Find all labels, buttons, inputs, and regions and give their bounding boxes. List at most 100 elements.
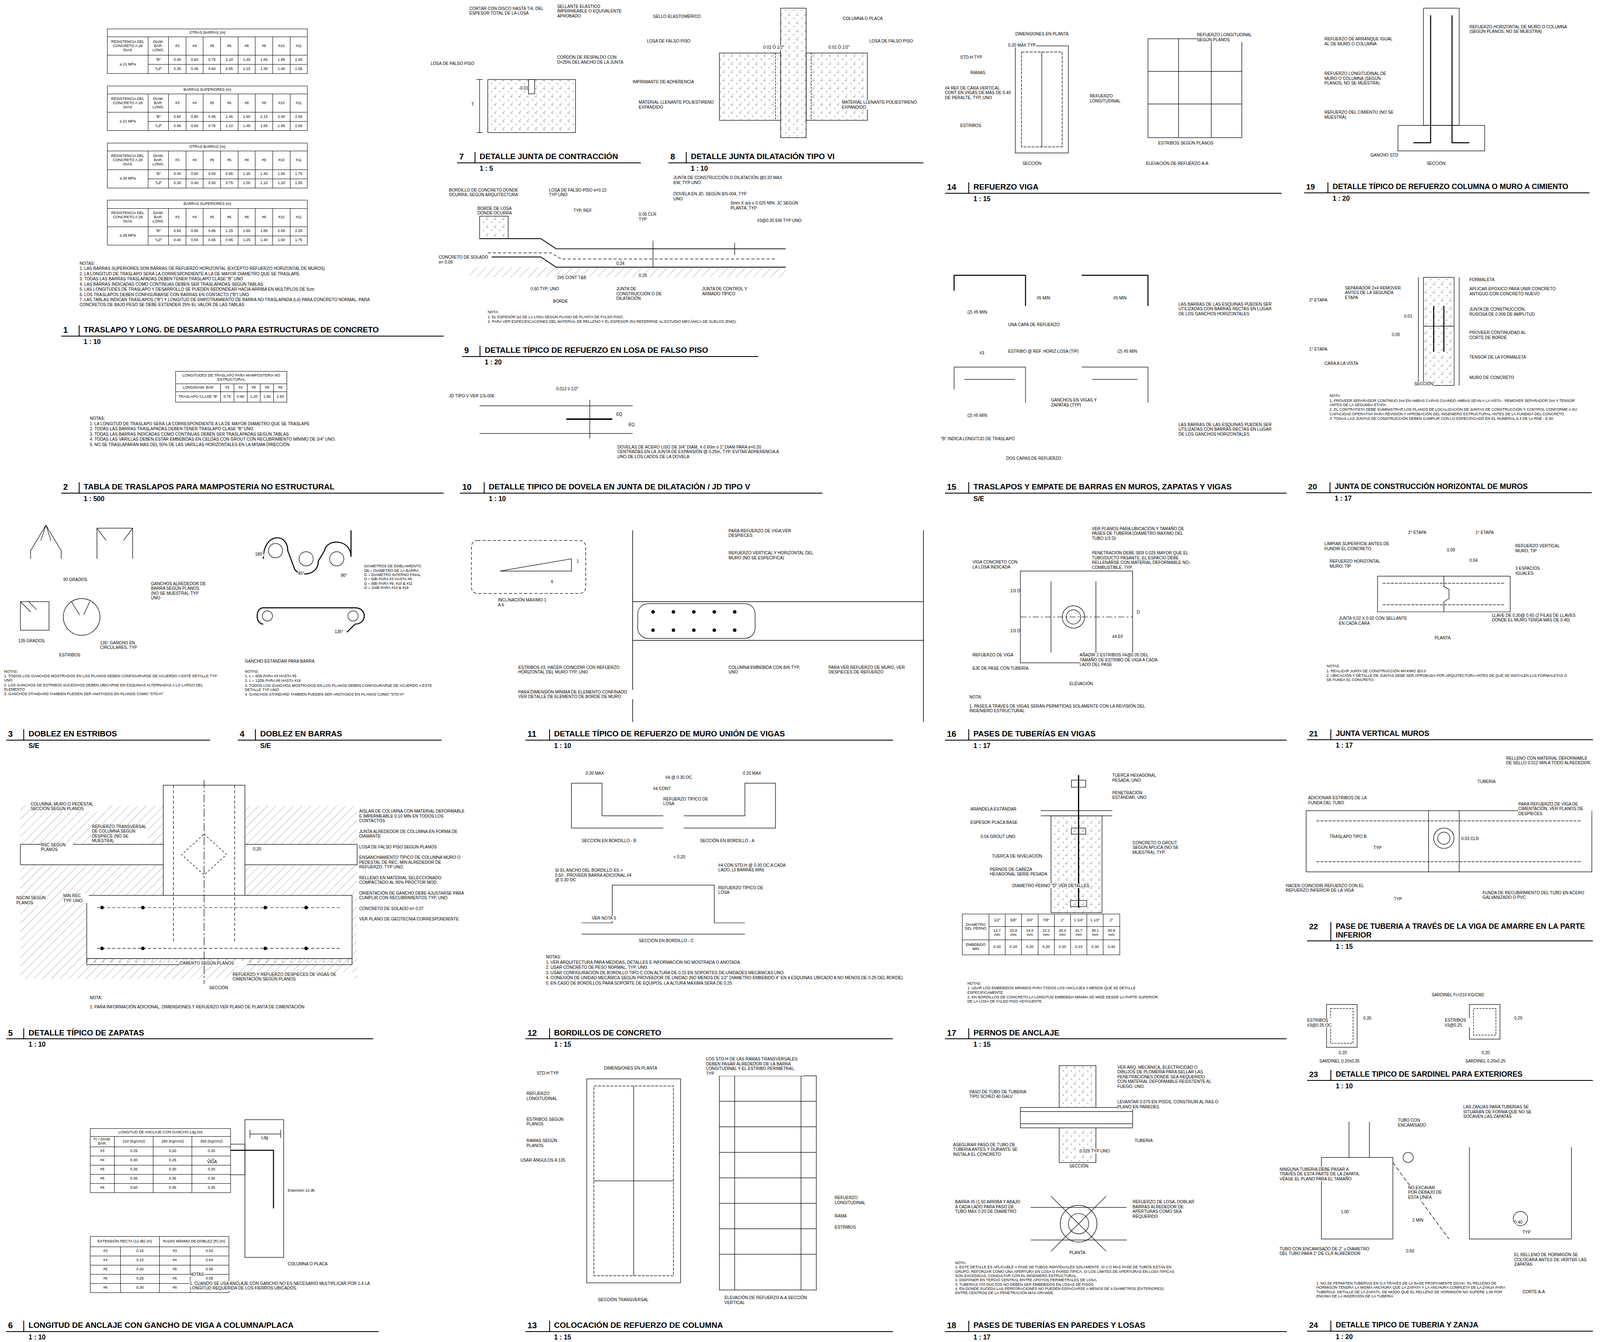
callout-text: 45°	[297, 571, 305, 577]
table-cell: #5	[90, 1165, 115, 1175]
note-text: 6. LOS TRASLAPOS DEBEN CONFIGURARSE CON …	[79, 292, 386, 298]
callout-text: REFUERZO DE ARRANQUE IGUAL AL DE MURO O …	[1324, 36, 1398, 47]
title-separator	[1329, 482, 1331, 493]
callout-text: SELLANTE ELÁSTICO IMPERMEABLE O EQUIVALE…	[557, 4, 625, 19]
table-cell: #9	[255, 208, 273, 228]
table-text: #4	[171, 1258, 178, 1263]
table-text: 0.75	[222, 395, 233, 400]
table-cell: DIAMETRO DEL PERNO	[962, 914, 990, 940]
table-text: 2.05	[276, 229, 286, 234]
table-text: LONGITUD DE ANCLAJE CON GANCHO Ldg (m)	[117, 1130, 204, 1135]
callout-text: 2#5 CONT T&B	[557, 275, 587, 281]
table-cell: 0.60	[114, 1183, 154, 1194]
table-cell: 0.20	[1005, 940, 1022, 956]
table-cell: 0.75	[220, 391, 235, 403]
table-cell: #10	[272, 150, 291, 170]
callout-text: USAR ÁNGULOS A 135	[520, 1158, 565, 1164]
note-text: 7. LAS TABLAS INDICAN TRASLAPOS ("B") Y …	[79, 297, 386, 308]
table-cell: 1.85	[272, 121, 291, 131]
table-cell: #5	[202, 93, 221, 113]
table-text: #3	[174, 44, 180, 49]
callout-text: #4 CONT	[652, 786, 671, 792]
callout-text: 1. PASES A TRAVÉS DE VIGAS SERÁN PERMITI…	[969, 704, 1149, 714]
table-cell: 0.30	[152, 1165, 193, 1175]
callout-text: Ldg	[261, 1135, 269, 1141]
callout-text: CARA A LA VISTA	[1324, 361, 1359, 367]
table-cell: #8	[90, 1183, 115, 1194]
table-text: #3	[174, 101, 180, 106]
callout-text: PARA DIMENSIÓN MÍNIMA DE ELEMENTO CONFIN…	[518, 690, 636, 700]
table-cell: 3/4"	[1021, 914, 1038, 927]
note-text: 5. LAS LONGITUDES DE TRASLAPO Y DESARROL…	[79, 287, 386, 293]
table-text: 0.40	[1107, 945, 1117, 950]
table-cell: #4	[90, 1156, 115, 1166]
callout-text: 1. PARA INFORMACIÓN ADICIONAL, DIMENSION…	[90, 1005, 417, 1010]
note-text: 3. TODAS LAS BARRAS INDICADAS COMO CONTI…	[90, 432, 427, 438]
note-text: 2. EL CONTRATISTA DEBE SUMINISTRAR LOS P…	[1329, 407, 1585, 417]
table-text: 0.95	[225, 172, 235, 177]
table-text: 0.35	[129, 1167, 139, 1173]
note-text: 4. EN DONDE SUCEDA LAS PERFORACIONES NO …	[955, 1287, 1175, 1296]
callout-text: 1° ETAPA	[1309, 347, 1328, 353]
title-rule	[6, 740, 211, 741]
table-cell: 1.20	[272, 178, 291, 189]
title-separator	[1330, 729, 1332, 740]
table-cell: #8	[237, 93, 256, 113]
table-text: 0.75	[207, 124, 217, 129]
table-text: 1.65	[259, 124, 269, 129]
callout-text: COLUMNA EMBEBIDA CON 8#6 TYP, UNO	[728, 665, 806, 675]
table-cell: 0.65	[185, 226, 204, 237]
note-text: 1. ESTE DETALLE ES APLICABLE A PASE DE T…	[955, 1265, 1175, 1279]
callout-text: ADICIONAR ESTRIBOS DE LA FUNDA DEL TUBO	[1308, 795, 1372, 806]
callout-text: 0.40	[1514, 1220, 1523, 1226]
callout-text: VIGA CONCRETO CON LA LOSA INDICADA	[972, 560, 1019, 570]
table-text: 0.45	[129, 1177, 139, 1182]
table-text: 0.35	[172, 67, 183, 72]
callout-text: NOTA:	[90, 995, 103, 1001]
callout-text: LAS BARRAS DE LAS ESQUINAS PUEDEN SER UT…	[1178, 302, 1276, 317]
detail-number: 2	[63, 482, 68, 493]
table-text: #3	[171, 1249, 178, 1254]
table-text: 1.60	[276, 172, 286, 177]
callout-text: 0.20 MAX TYP	[1008, 42, 1036, 48]
callout-text: 0.60 TYP, UNO	[530, 286, 559, 292]
table-text: #3	[224, 385, 230, 390]
note-text: JUNTA ALREDEDOR DE COLUMNA EN FORMA DE D…	[359, 829, 467, 840]
title-rule	[1307, 1331, 1593, 1333]
table-text: EMBEBIDO MIN	[962, 943, 989, 952]
scale-text: S/E	[28, 742, 40, 750]
table-cell: 0.45	[168, 55, 187, 65]
callout-text: MATERIAL LLENANTE POLIESTIRENO EXPANDIDO	[841, 100, 919, 110]
scale-text: 1 : 17	[973, 1334, 991, 1342]
scale-text: 1 : 500	[83, 495, 105, 503]
table-cell: #6	[159, 1274, 190, 1285]
callout-text: BORDE DE LOSA DONDE OCURRA	[477, 206, 525, 216]
callout-text: ESTRIBOS SEGÚN PLANOS	[526, 1117, 570, 1128]
detail-title: PASES DE TUBERÍAS EN PAREDES Y LOSAS	[973, 1321, 1289, 1331]
table-text: 1/2"	[992, 918, 1002, 923]
table-cell: 2.00	[290, 121, 308, 131]
scale-text: 1 : 15	[554, 1334, 572, 1342]
table-cell: #4	[185, 208, 204, 228]
table-text: 1 1/4"	[1072, 918, 1085, 923]
table-cell: 1.40	[272, 64, 291, 74]
callout-text: SARDINEL 0.20x0.35	[1319, 1059, 1360, 1065]
table-cell: OTRAS BARRAS (m)	[107, 142, 308, 152]
table-cell: 1.25	[237, 235, 256, 246]
detail-number: 13	[527, 1321, 537, 1331]
detail-number: 10	[462, 482, 472, 493]
table-text: 1.40	[276, 67, 286, 72]
table-cell: LONGITUDES DE TRASLAPO PARA MAMPOSTERIA …	[175, 371, 288, 384]
callout-text: SECCIÓN	[1022, 161, 1042, 167]
table-cell: #10	[272, 36, 291, 56]
scale-text: 1 : 10	[28, 1334, 46, 1342]
table-cell: 0.30	[114, 1156, 154, 1166]
table-text: #9	[261, 101, 268, 106]
table-cell: #8	[273, 383, 288, 393]
table-text: 0.60	[190, 124, 200, 129]
callout-text: 1° ETAPA	[1475, 530, 1494, 536]
detail-title: TRASLAPOS Y EMPATE DE BARRAS EN MUROS, Z…	[973, 482, 1289, 492]
callout-text: NINGUNA TUBERIA DEBE PASAR A TRAVÉS DE E…	[1279, 1167, 1362, 1183]
callout-text: ESTRIBOS #3@0.25 OC	[1307, 1018, 1336, 1028]
table-text: LONGITUDES DE TRASLAPO PARA MAMPOSTERIA …	[175, 373, 287, 383]
